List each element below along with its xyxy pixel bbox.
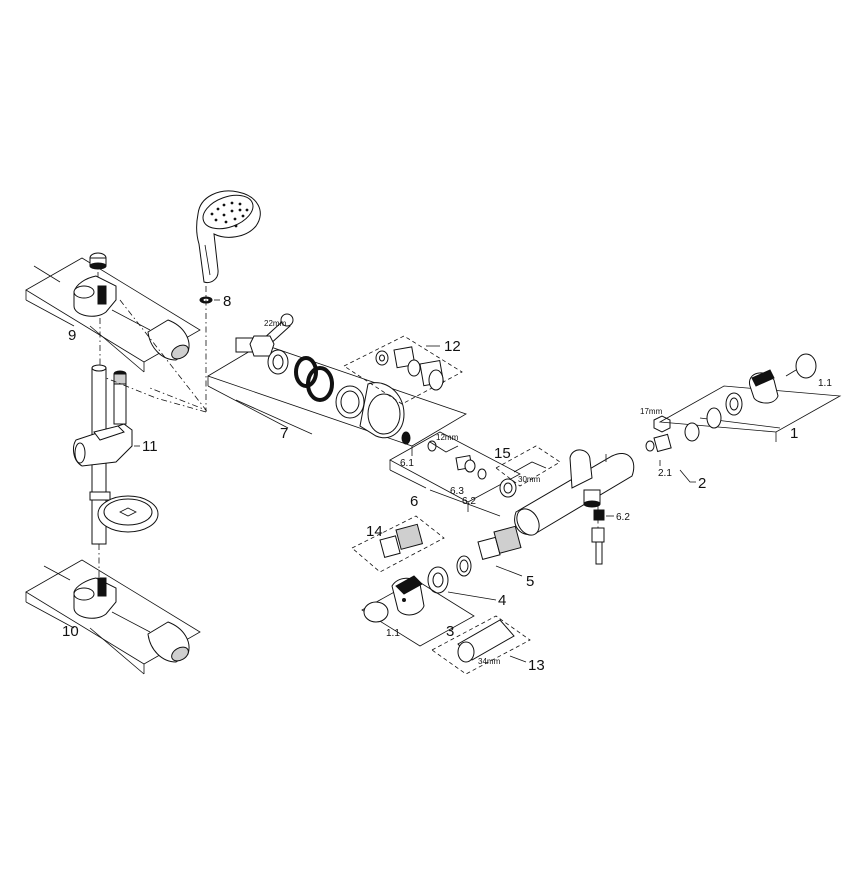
label-6: 6 bbox=[410, 493, 418, 510]
label-15: 15 bbox=[494, 445, 511, 462]
handle-part-3: 1.1 3 bbox=[361, 575, 475, 647]
label-11: 11 bbox=[142, 438, 158, 455]
label-6-2-right: 6.2 bbox=[616, 512, 630, 523]
extension-part-12: 12 bbox=[343, 335, 463, 405]
upper-bracket-part-9: 9 bbox=[25, 252, 201, 373]
label-3-1-1: 1.1 bbox=[386, 628, 400, 639]
wrench-34-size: 34mm bbox=[478, 657, 501, 666]
label-12: 12 bbox=[444, 338, 461, 355]
nipple-part-2: 17mm 2.1 2 bbox=[640, 407, 706, 492]
label-1: 1 bbox=[790, 425, 798, 442]
hex-12-size: 12mm bbox=[436, 433, 459, 442]
ring-part-4: 4 bbox=[427, 555, 506, 609]
label-6-3: 6.3 bbox=[450, 486, 464, 497]
wall-flange-part-1: 1.1 1 bbox=[658, 353, 842, 442]
cartridge-part-5: 5 bbox=[477, 525, 534, 590]
label-8: 8 bbox=[223, 293, 231, 310]
thermostat-body bbox=[514, 449, 635, 548]
label-14: 14 bbox=[366, 523, 383, 540]
label-3: 3 bbox=[446, 623, 454, 640]
washer-part-8: 8 bbox=[199, 286, 231, 412]
label-2-1: 2.1 bbox=[658, 468, 672, 479]
wrench-22-size: 22mm bbox=[264, 319, 287, 328]
cartridge-part-13: 34mm 13 bbox=[431, 615, 545, 675]
hand-shower bbox=[196, 190, 261, 283]
slide-rail-part-11: 11 bbox=[73, 364, 159, 578]
lower-bracket-part-10: 10 bbox=[25, 559, 201, 675]
connector-part-6: 6.1 12mm 6.3 6.2 6 bbox=[389, 431, 521, 517]
label-2: 2 bbox=[698, 475, 706, 492]
label-13: 13 bbox=[528, 657, 545, 674]
label-6-1: 6.1 bbox=[400, 458, 414, 469]
fitting-6-2-right: 6.2 bbox=[591, 509, 630, 565]
label-6-2: 6.2 bbox=[462, 496, 476, 507]
hex-key-part-15: 30mm 15 bbox=[494, 445, 561, 487]
label-7: 7 bbox=[280, 425, 288, 442]
label-9: 9 bbox=[68, 327, 76, 344]
wrench-17-size: 17mm bbox=[640, 407, 663, 416]
label-4: 4 bbox=[498, 592, 506, 609]
label-1-1-right: 1.1 bbox=[818, 378, 832, 389]
label-10: 10 bbox=[62, 623, 79, 640]
label-5: 5 bbox=[526, 573, 534, 590]
cartridge-part-14: 14 bbox=[351, 515, 445, 573]
connection-set-part-7: 22mm 7 bbox=[207, 313, 467, 456]
hex-30-size: 30mm bbox=[518, 475, 541, 484]
